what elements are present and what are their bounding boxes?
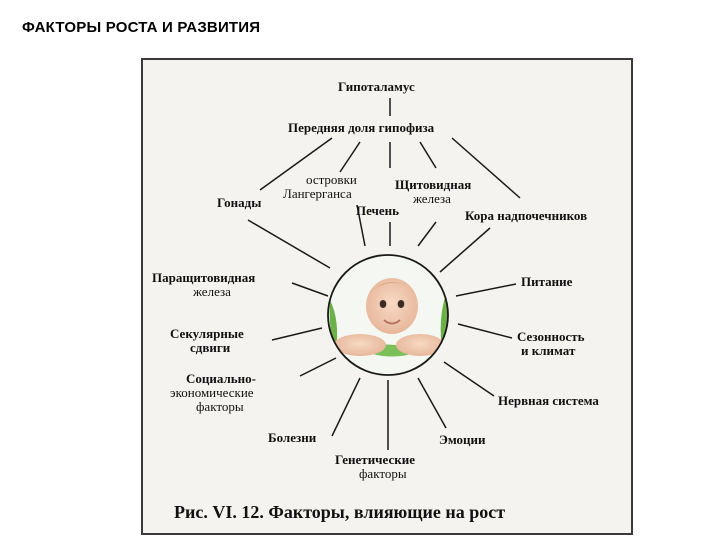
node-season-line1: Сезонность — [517, 329, 585, 344]
node-socio-line3: факторы — [196, 399, 244, 414]
node-gonads: Гонады — [217, 195, 262, 210]
node-diseases: Болезни — [268, 430, 317, 445]
node-season-line2: и климат — [521, 343, 576, 358]
node-secular-line2: сдвиги — [190, 340, 231, 355]
node-anterior-pituitary: Передняя доля гипофиза — [288, 120, 435, 135]
node-nervous-system: Нервная система — [498, 393, 599, 408]
connector-lines — [247, 98, 521, 450]
node-islets-line2: Лангерганса — [283, 186, 352, 201]
node-parathyroid-line1: Паращитовидная — [152, 270, 256, 285]
node-thyroid-line1: Щитовидная — [395, 177, 472, 192]
node-socio-line2: экономические — [170, 385, 254, 400]
node-secular-line1: Секулярные — [170, 326, 244, 341]
leaf-right-icon — [440, 294, 448, 350]
node-parathyroid-line2: железа — [193, 284, 231, 299]
node-adrenal-cortex: Кора надпочечников — [465, 208, 588, 223]
leaf-left-icon — [329, 300, 338, 352]
node-islets-line1: островки — [306, 172, 357, 187]
node-genetic-line2: факторы — [359, 466, 407, 481]
node-thyroid-line2: железа — [413, 191, 451, 206]
node-genetic-line1: Генетические — [335, 452, 415, 467]
node-hypothalamus: Гипоталамус — [338, 79, 415, 94]
center-photo — [327, 254, 449, 376]
baby-head-icon — [366, 278, 418, 334]
figure-caption: Рис. VI. 12. Факторы, влияющие на рост — [174, 502, 506, 522]
node-emotions: Эмоции — [439, 432, 486, 447]
page-title: ФАКТОРЫ РОСТА И РАЗВИТИЯ — [22, 19, 261, 36]
node-socio-line1: Социально- — [186, 371, 256, 386]
node-liver: Печень — [356, 203, 400, 218]
node-nutrition: Питание — [521, 274, 573, 289]
